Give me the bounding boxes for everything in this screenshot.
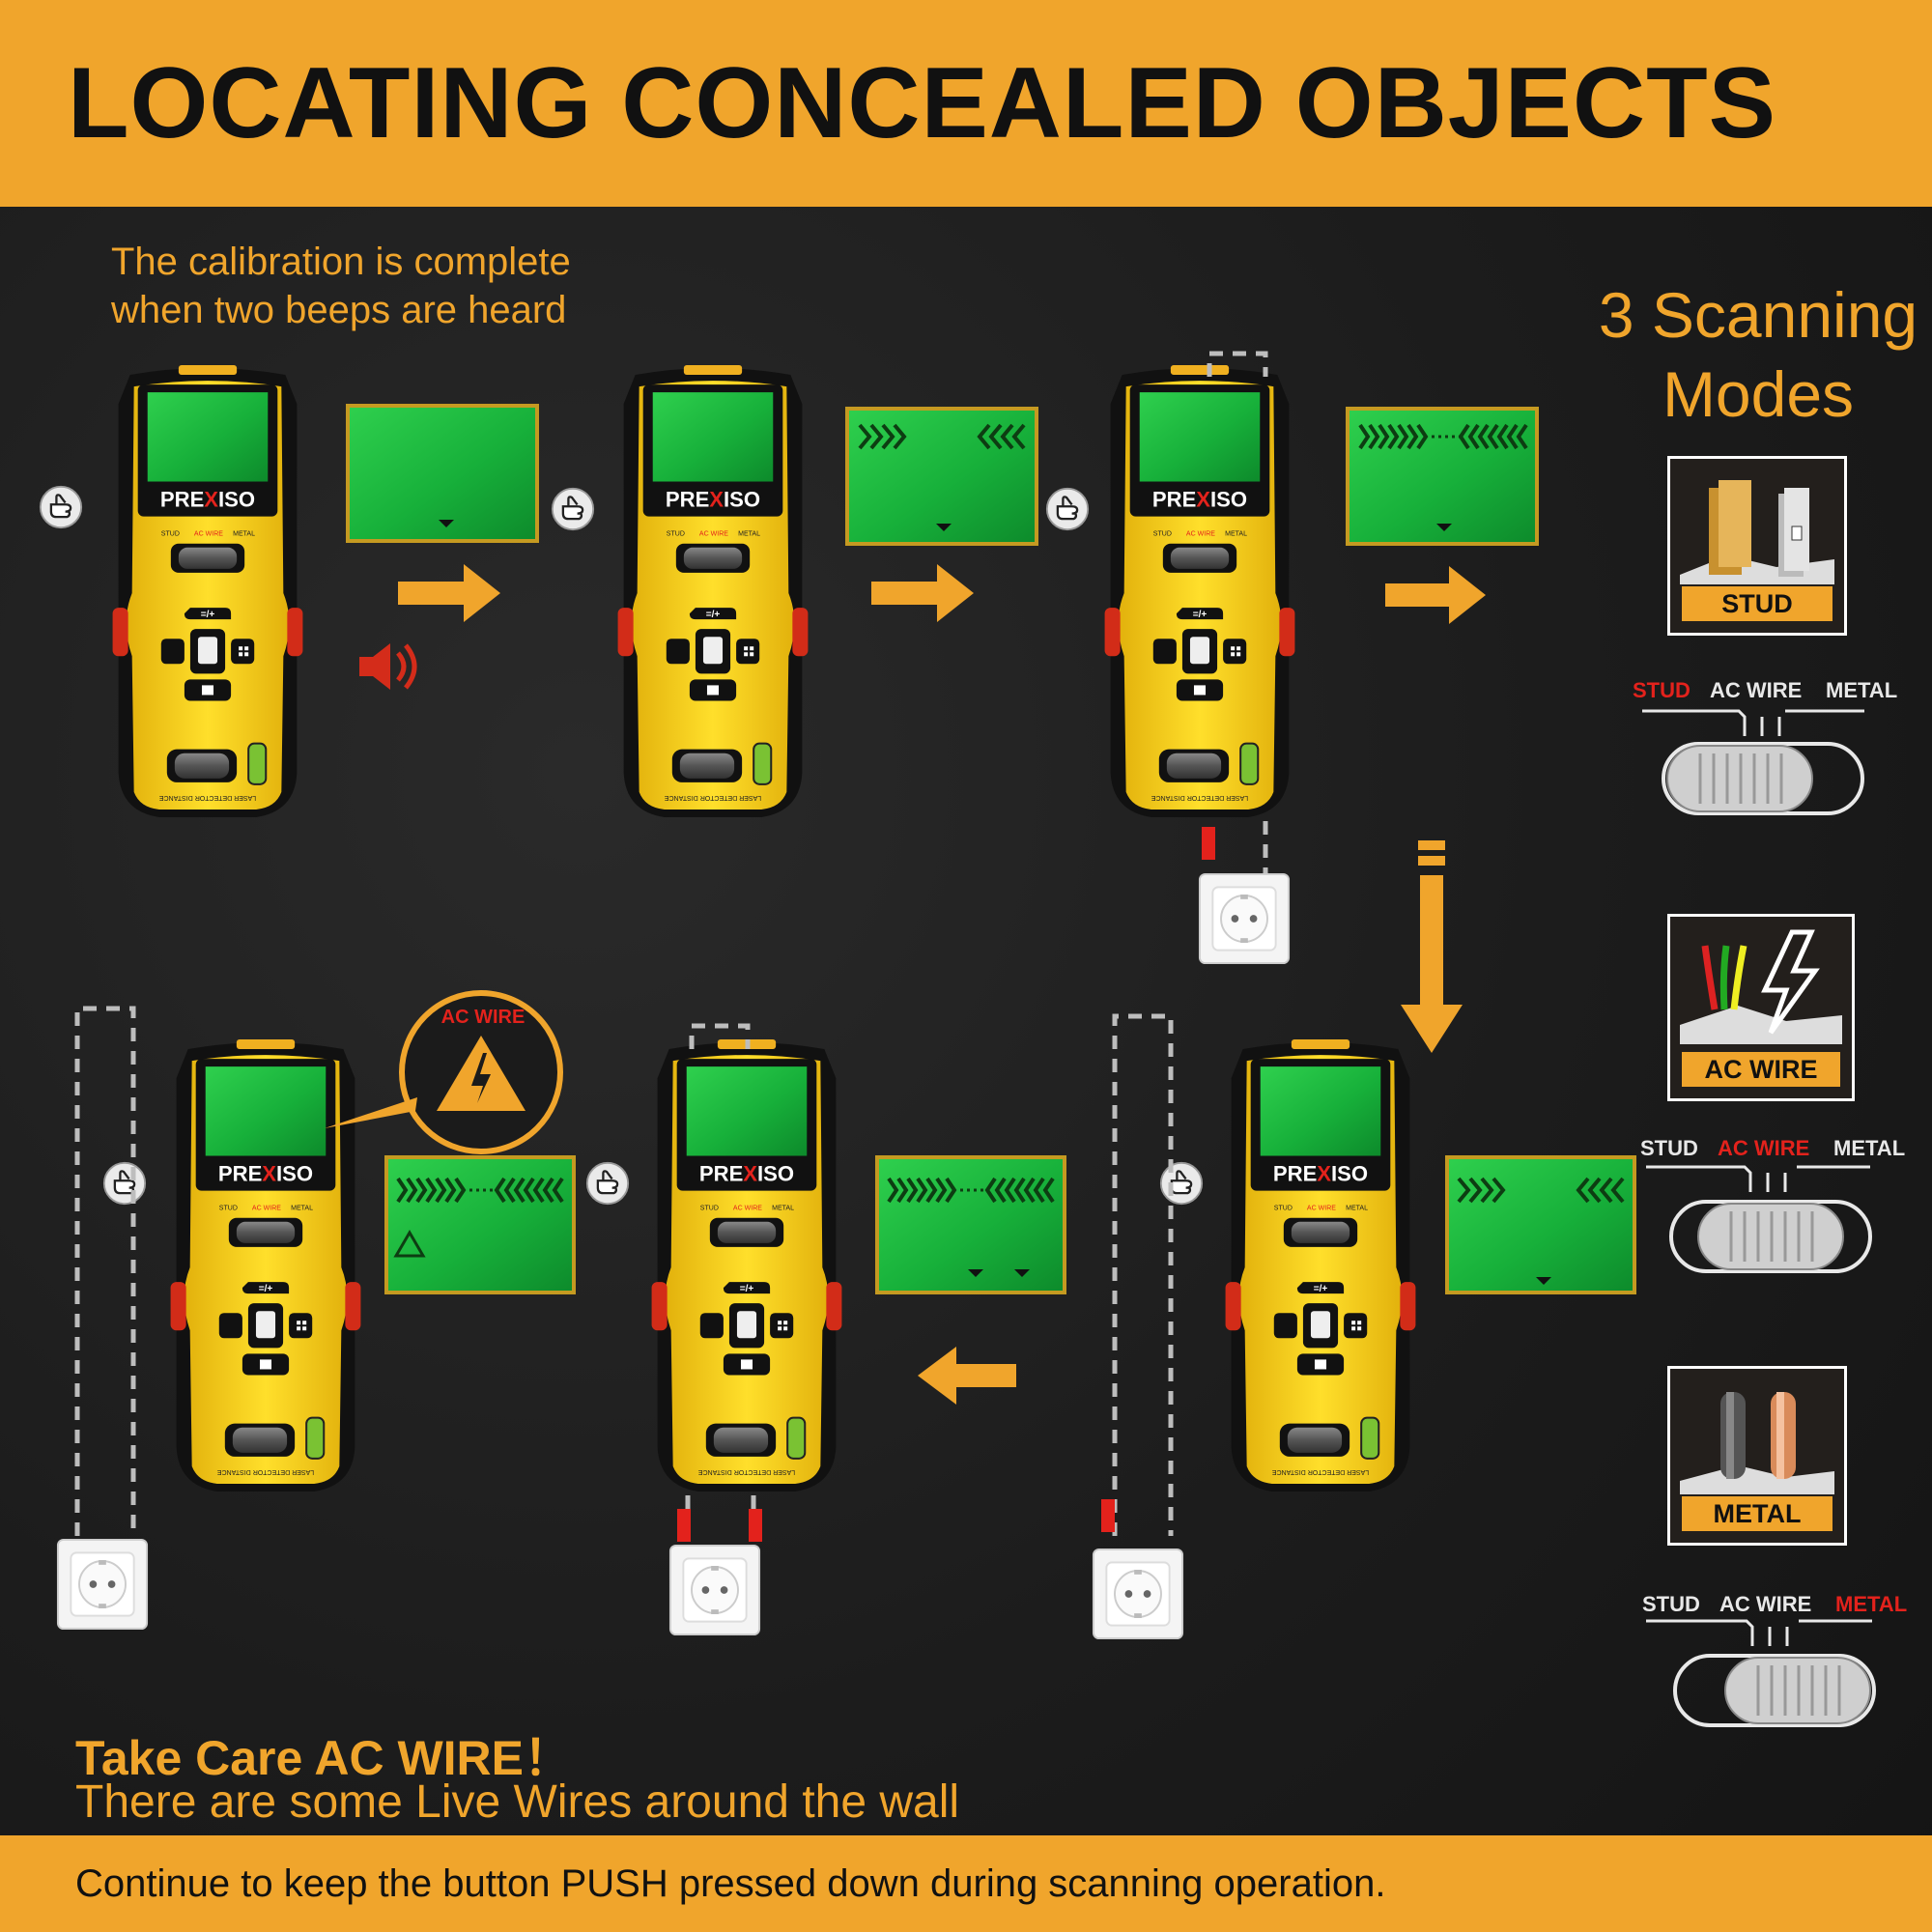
scanning-modes-title: 3 Scanning Modes <box>1584 275 1932 434</box>
calibration-note: The calibration is complete when two bee… <box>111 238 571 334</box>
mode-label-metal: METAL <box>1682 1496 1833 1531</box>
modes-title-line-2: Modes <box>1662 358 1855 430</box>
screen-3 <box>1346 407 1539 546</box>
ac-wire-icon <box>1680 929 1842 1044</box>
mode-label-stud: STUD <box>1682 586 1833 621</box>
stud-icon <box>1680 480 1834 584</box>
modes-title-line-1: 3 Scanning <box>1598 279 1918 351</box>
footer-bar <box>0 1835 1932 1932</box>
switch1-label-ac-wire: AC WIRE <box>1710 678 1803 702</box>
speaker-icon <box>359 643 417 690</box>
page-title: LOCATING CONCEALED OBJECTS <box>68 47 1777 159</box>
switch1-label-metal: METAL <box>1826 678 1898 702</box>
switch2-label-ac-wire: AC WIRE <box>1718 1136 1810 1160</box>
switch3-label-metal: METAL <box>1835 1592 1908 1616</box>
warning-title: Take Care AC WIRE！ <box>75 1731 573 1785</box>
calibration-line-2: when two beeps are heard <box>111 289 567 331</box>
switch1-label-stud: STUD <box>1633 678 1690 702</box>
switch2-label-metal: METAL <box>1833 1136 1906 1160</box>
metal-icon <box>1680 1392 1834 1494</box>
switch2-label-stud: STUD <box>1640 1136 1698 1160</box>
mode-label-ac-wire: AC WIRE <box>1682 1052 1840 1087</box>
screen-1 <box>346 404 539 543</box>
switch3-label-ac-wire: AC WIRE <box>1719 1592 1812 1616</box>
mode-card-stud: STUD <box>1667 456 1847 636</box>
header-bar <box>0 0 1932 207</box>
mode-card-metal: METAL <box>1667 1366 1847 1546</box>
mode-card-ac-wire: AC WIRE <box>1667 914 1855 1101</box>
callout-label: AC WIRE <box>440 1007 526 1028</box>
calibration-line-1: The calibration is complete <box>111 241 571 283</box>
screen-6 <box>1445 1155 1636 1294</box>
footer-instruction: Continue to keep the button PUSH pressed… <box>75 1862 1386 1905</box>
switch3-label-stud: STUD <box>1642 1592 1700 1616</box>
warning-subtitle: There are some Live Wires around the wal… <box>75 1776 960 1828</box>
ac-wire-callout <box>325 990 563 1154</box>
